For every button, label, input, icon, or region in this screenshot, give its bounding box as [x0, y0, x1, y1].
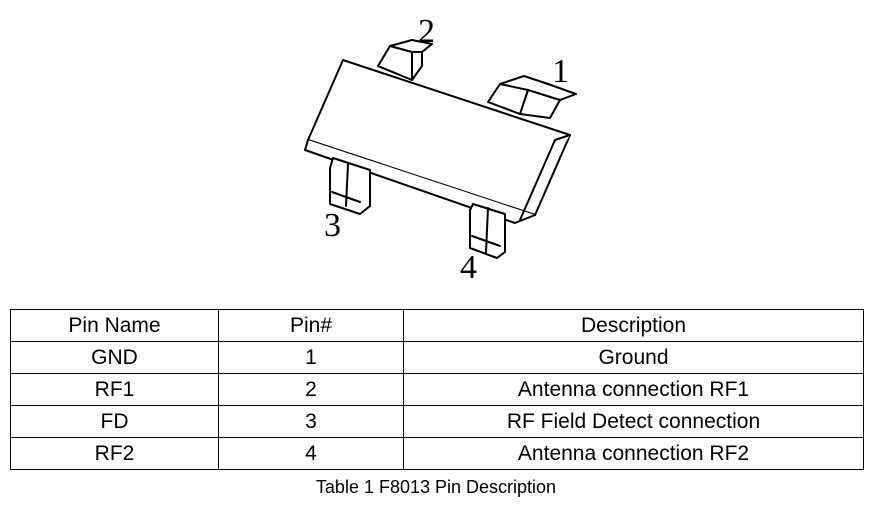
pin-2-lead: [377, 39, 433, 81]
package-diagram: 1 2 3 4: [304, 13, 577, 286]
table-header-row: Pin Name Pin# Description: [10, 309, 864, 342]
pin-name-cell: RF2: [10, 437, 219, 470]
pin-label-1: 1: [552, 53, 569, 90]
header-pin-name: Pin Name: [10, 309, 219, 342]
package-body: [304, 59, 571, 224]
pin-1-lead: [487, 75, 577, 119]
description-cell: Antenna connection RF1: [403, 373, 864, 406]
pin-name-cell: GND: [10, 341, 219, 374]
pin-number-cell: 3: [218, 405, 404, 438]
pin-name-cell: FD: [10, 405, 219, 438]
pin-3-lead: [329, 157, 371, 215]
pin-number-cell: 1: [218, 341, 404, 374]
pin-4-lead: [469, 203, 506, 259]
table-caption: Table 1 F8013 Pin Description: [315, 477, 557, 497]
pin-number-cell: 2: [218, 373, 404, 406]
table-row: FD 3 RF Field Detect connection: [10, 405, 864, 438]
description-cell: RF Field Detect connection: [403, 405, 864, 438]
header-pin-number: Pin#: [218, 309, 404, 342]
description-cell: Antenna connection RF2: [403, 437, 864, 470]
description-cell: Ground: [403, 341, 864, 374]
pin-label-2: 2: [418, 13, 435, 50]
pin-label-4: 4: [460, 249, 477, 286]
pin-description-table: Pin Name Pin# Description GND 1 Ground R…: [10, 309, 864, 470]
table-row: RF2 4 Antenna connection RF2: [10, 437, 864, 470]
table-row: RF1 2 Antenna connection RF1: [10, 373, 864, 406]
header-description: Description: [403, 309, 864, 342]
pin-label-3: 3: [324, 207, 341, 244]
pin-name-cell: RF1: [10, 373, 219, 406]
table-row: GND 1 Ground: [10, 341, 864, 374]
pin-number-cell: 4: [218, 437, 404, 470]
